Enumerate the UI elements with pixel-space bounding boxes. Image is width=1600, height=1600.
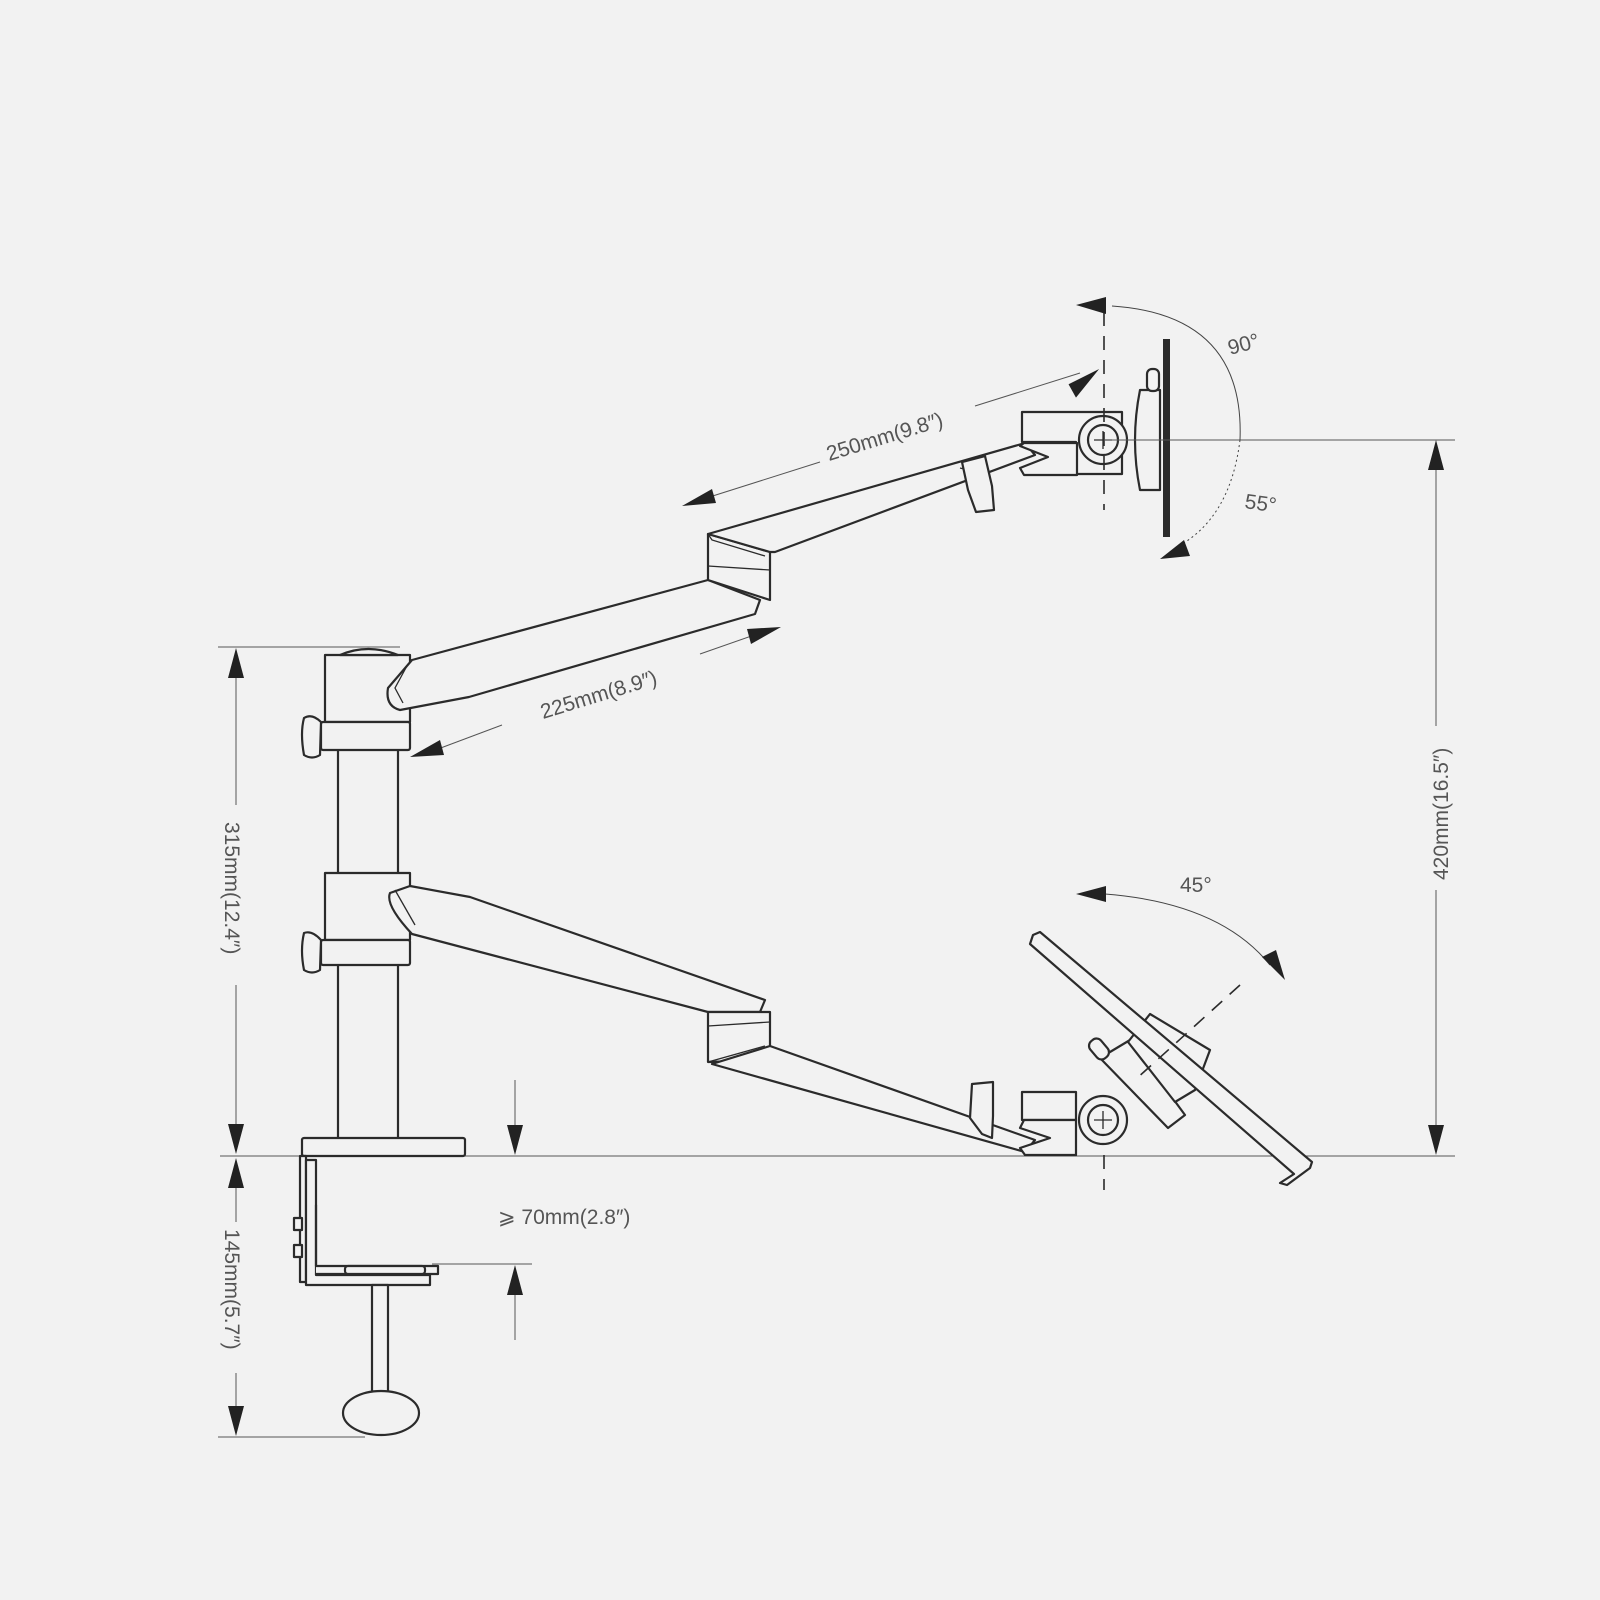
upper-pole-joint (300, 647, 412, 759)
base-plate (300, 1136, 467, 1158)
lower-pole-joint (300, 871, 412, 974)
svg-text:315mm(12.4″): 315mm(12.4″) (220, 822, 243, 954)
dimension-total-height: 420mm(16.5″) (1428, 440, 1453, 1155)
lower-arm-outer-segment (710, 1044, 1037, 1154)
lower-arm-knob (968, 1080, 995, 1140)
dimension-clamp-height: 145mm(5.7″) (218, 1158, 365, 1438)
angle-laptop-tilt: 45° (1076, 874, 1285, 980)
dimension-desk-thickness: ⩾ 70mm(2.8″) (432, 1080, 630, 1340)
dimension-pole-height: 315mm(12.4″) (218, 646, 400, 1154)
svg-text:145mm(5.7″): 145mm(5.7″) (220, 1229, 243, 1350)
laptop-bracket (1018, 930, 1314, 1187)
svg-text:⩾ 70mm(2.8″): ⩾ 70mm(2.8″) (498, 1206, 630, 1229)
svg-text:250mm(9.8″): 250mm(9.8″) (824, 409, 946, 466)
angle-monitor-tilt: 90° 55° (1076, 297, 1278, 559)
monitor-bracket (1018, 339, 1170, 537)
clamp-knob (341, 1389, 421, 1437)
svg-text:225mm(8.9″): 225mm(8.9″) (538, 667, 660, 724)
vesa-plate (1163, 339, 1170, 537)
upper-arm-knob (960, 454, 996, 514)
svg-text:420mm(16.5″): 420mm(16.5″) (1430, 748, 1453, 880)
lower-arm-inner-segment (388, 884, 767, 1014)
upper-arm-inner-segment (386, 578, 762, 712)
svg-text:55°: 55° (1243, 490, 1278, 517)
laptop-tray (1028, 930, 1314, 1187)
desk-clamp (292, 1154, 440, 1437)
svg-text:90°: 90° (1225, 329, 1262, 359)
svg-text:45°: 45° (1180, 874, 1212, 897)
upper-elbow (706, 532, 772, 602)
